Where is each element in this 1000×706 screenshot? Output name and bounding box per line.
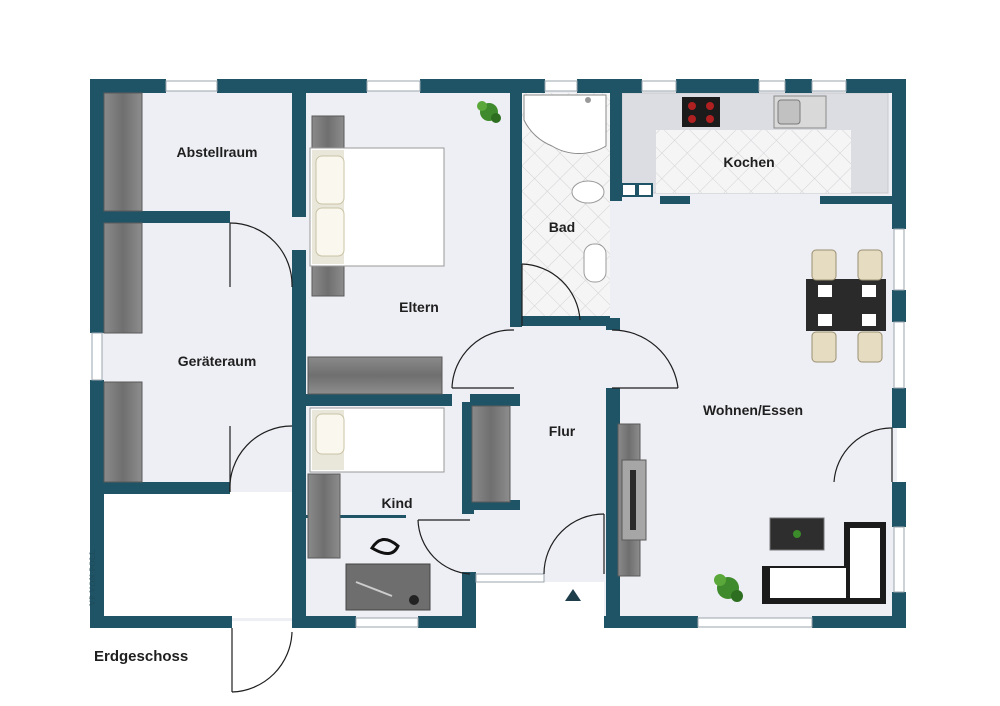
- room-label-kind: Kind: [381, 495, 413, 511]
- cabinets: [103, 92, 647, 577]
- room-label-kochen: Kochen: [723, 154, 775, 170]
- walls: [90, 79, 906, 628]
- single-bed: [309, 407, 445, 473]
- room-label-geraeteraum: Geräteraum: [177, 353, 257, 369]
- windows: [91, 80, 905, 628]
- door-swings: [229, 222, 893, 693]
- bathroom-fixtures: [523, 94, 607, 283]
- sofa: [762, 517, 886, 604]
- dining-table: [806, 249, 886, 363]
- floor-name: Erdgeschoss: [94, 648, 189, 665]
- double-bed: [309, 147, 445, 267]
- plant: [477, 101, 743, 602]
- desk: [345, 538, 431, 611]
- room-label-bad: Bad: [548, 219, 576, 235]
- outdoor-area: [104, 492, 292, 618]
- kitchen-island: [656, 130, 851, 193]
- room-label-eltern: Eltern: [399, 299, 439, 315]
- kitchen-fixtures: [621, 95, 827, 197]
- brand-logo: VP VON POLL: [88, 549, 97, 607]
- entrance-arrow-icon: [565, 589, 581, 601]
- room-label-wohnen-essen: Wohnen/Essen: [702, 402, 804, 418]
- entrance-area: [476, 582, 604, 626]
- room-label-abstellraum: Abstellraum: [176, 144, 258, 160]
- room-label-flur: Flur: [548, 423, 576, 439]
